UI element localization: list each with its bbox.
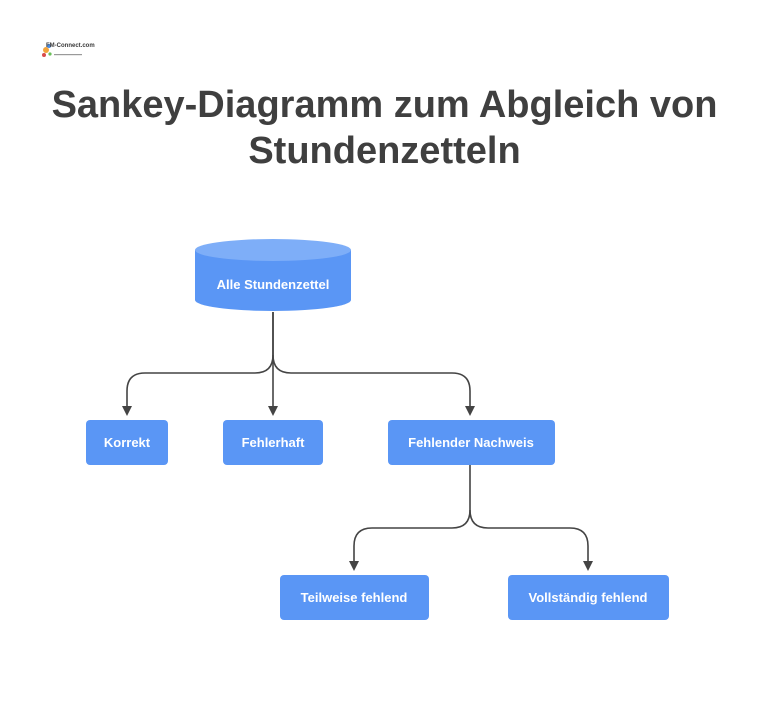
- page-title: Sankey-Diagramm zum Abgleich von Stunden…: [0, 82, 769, 174]
- node-korrekt: Korrekt: [86, 420, 168, 465]
- node-teilweise-fehlend: Teilweise fehlend: [280, 575, 429, 620]
- title-line-1: Sankey-Diagramm zum Abgleich von: [51, 84, 718, 126]
- node-label-fehlender: Fehlender Nachweis: [408, 435, 534, 450]
- node-alle-stundenzettel: Alle Stundenzettel: [195, 239, 351, 311]
- title-line-2: Stundenzetteln: [248, 130, 521, 172]
- connector-root-to-fehlender: [272, 354, 475, 416]
- connectors-root: [122, 312, 475, 416]
- node-label-root: Alle Stundenzettel: [217, 277, 330, 292]
- logo-text: FM-Connect.com: [46, 43, 95, 49]
- connector-fehlender-to-vollstaendig: [469, 509, 593, 571]
- node-fehlender-nachweis: Fehlender Nachweis: [388, 420, 555, 465]
- node-label-fehlerhaft: Fehlerhaft: [242, 435, 306, 450]
- connector-root-to-korrekt: [122, 312, 274, 416]
- connector-fehlender-to-teilweise: [349, 465, 471, 571]
- node-label-teilweise: Teilweise fehlend: [301, 590, 408, 605]
- node-fehlerhaft: Fehlerhaft: [223, 420, 323, 465]
- node-label-korrekt: Korrekt: [104, 435, 151, 450]
- connectors-fehlender: [349, 465, 593, 571]
- node-vollstaendig-fehlend: Vollständig fehlend: [508, 575, 669, 620]
- node-label-vollstaendig: Vollständig fehlend: [529, 590, 648, 605]
- logo-icon: [42, 44, 82, 57]
